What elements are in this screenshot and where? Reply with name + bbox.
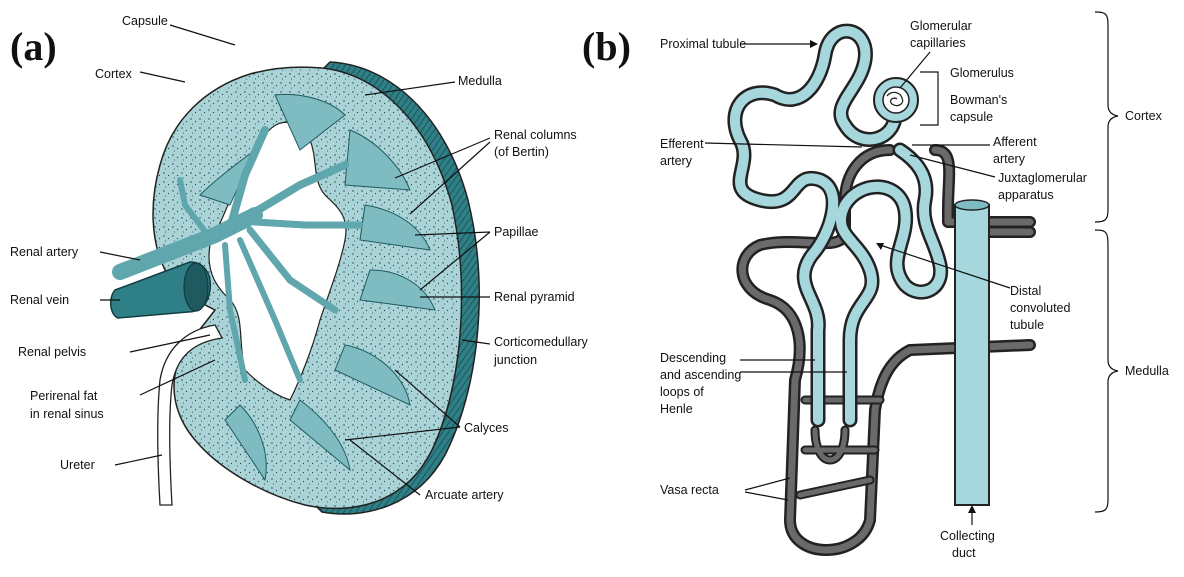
label-collecting-duct-2: duct [952,546,976,560]
label-medulla: Medulla [458,74,502,88]
label-perirenal-fat-1: Perirenal fat [30,389,98,403]
label-renal-columns-2: (of Bertin) [494,145,549,159]
label-renal-vein: Renal vein [10,293,69,307]
label-loops-henle-2: and ascending [660,368,741,382]
label-efferent-artery-2: artery [660,154,693,168]
label-vasa-recta: Vasa recta [660,483,719,497]
glomerulus [874,78,918,122]
artery-branch-3 [255,222,360,225]
label-ureter: Ureter [60,458,95,472]
region-brackets [920,12,1118,512]
label-capsule: Capsule [122,14,168,28]
label-renal-pyramid: Renal pyramid [494,290,575,304]
panel-b-nephron: (b) [582,12,1169,560]
panel-a-kidney: (a) [10,14,589,514]
label-papillae: Papillae [494,225,539,239]
label-glomerular-capillaries-2: capillaries [910,36,966,50]
label-glomerular-capillaries-1: Glomerular [910,19,972,33]
label-calyces: Calyces [464,421,508,435]
label-glomerulus: Glomerulus [950,66,1014,80]
label-proximal-tubule: Proximal tubule [660,37,746,51]
label-cortex-region: Cortex [1125,109,1163,123]
label-distal-tubule-2: convoluted [1010,301,1071,315]
label-renal-pelvis: Renal pelvis [18,345,86,359]
label-bowmans-capsule-2: capsule [950,110,993,124]
label-collecting-duct-1: Collecting [940,529,995,543]
label-distal-tubule-3: tubule [1010,318,1044,332]
panel-a-label: (a) [10,24,57,69]
label-juxtaglomerular-1: Juxtaglomerular [998,171,1087,185]
cortex-bracket [1095,12,1118,222]
label-distal-tubule-1: Distal [1010,284,1041,298]
medulla-bracket [1095,230,1118,512]
panel-b-label: (b) [582,24,631,69]
label-perirenal-fat-2: in renal sinus [30,407,104,421]
label-afferent-artery-1: Afferent [993,135,1037,149]
label-loops-henle-4: Henle [660,402,693,416]
label-efferent-artery-1: Efferent [660,137,704,151]
label-corticomedullary-2: junction [493,353,537,367]
glomerulus-bracket [920,72,938,125]
label-corticomedullary-1: Corticomedullary [494,335,589,349]
label-afferent-artery-2: artery [993,152,1026,166]
label-arcuate-artery: Arcuate artery [425,488,504,502]
label-cortex: Cortex [95,67,133,81]
label-renal-columns-1: Renal columns [494,128,577,142]
label-juxtaglomerular-2: apparatus [998,188,1054,202]
label-loops-henle-3: loops of [660,385,704,399]
label-bowmans-capsule-1: Bowman's [950,93,1007,107]
label-loops-henle-1: Descending [660,351,726,365]
label-medulla-region: Medulla [1125,364,1169,378]
collecting-duct [955,200,989,505]
label-renal-artery: Renal artery [10,245,79,259]
